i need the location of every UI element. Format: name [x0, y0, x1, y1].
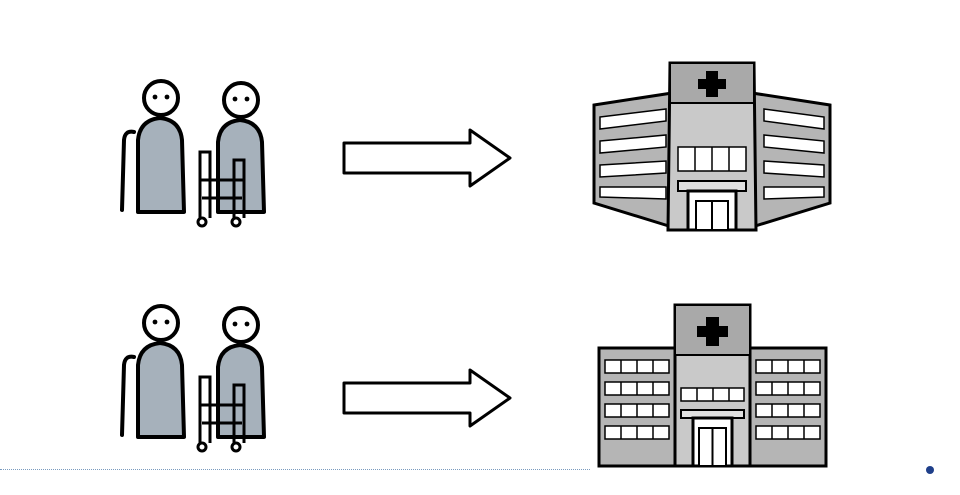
diagram-row-bottom	[0, 295, 960, 470]
right-arrow-icon	[342, 128, 512, 188]
diagram-row-top	[0, 55, 960, 245]
large-curved-hospital-icon	[592, 61, 832, 232]
footer-dot-icon	[926, 466, 934, 474]
footer-divider	[0, 469, 590, 470]
elderly-pair-cane-walker-icon	[120, 79, 266, 228]
small-hospital-icon	[597, 303, 828, 468]
elderly-pair-cane-walker-icon	[120, 304, 266, 453]
right-arrow-icon	[342, 368, 512, 428]
